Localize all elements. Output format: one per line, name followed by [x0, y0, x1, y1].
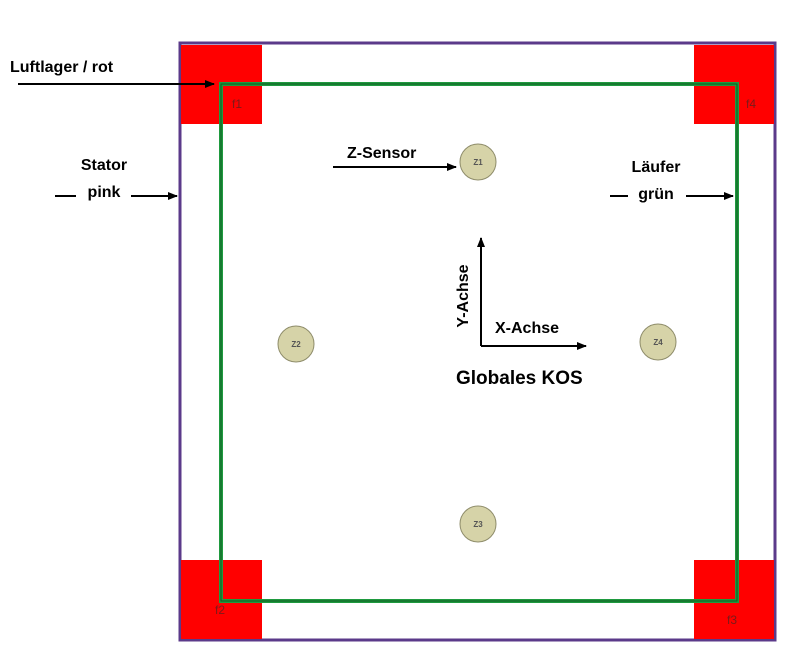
bearing-label-f3: f3 [727, 613, 737, 627]
label-y-axis: Y-Achse [455, 264, 472, 327]
sensor-z1: Z1 [459, 143, 497, 181]
sensor-label-z2: Z2 [291, 340, 301, 349]
label-globales-kos: Globales KOS [456, 368, 583, 389]
label-stator-color: pink [88, 184, 121, 201]
stator-frame [178, 41, 777, 642]
bearing-label-f1: f1 [232, 97, 242, 111]
label-laeufer: Läufer [632, 159, 681, 176]
label-luftlager: Luftlager / rot [10, 59, 114, 76]
sensor-label-z3: Z3 [473, 520, 483, 529]
label-x-axis: X-Achse [495, 320, 559, 337]
sensor-z3: Z3 [459, 505, 497, 543]
sensor-z4: Z4 [639, 323, 677, 361]
laeufer-frame-inner [220, 83, 738, 602]
label-zsensor: Z-Sensor [347, 145, 416, 162]
sensor-z2: Z2 [277, 325, 315, 363]
label-laeufer-color: grün [638, 186, 674, 203]
label-stator: Stator [81, 157, 127, 174]
bearing-label-f2: f2 [215, 603, 225, 617]
bearing-label-f4: f4 [746, 97, 756, 111]
sensor-label-z4: Z4 [653, 338, 663, 347]
sensor-label-z1: Z1 [473, 158, 483, 167]
